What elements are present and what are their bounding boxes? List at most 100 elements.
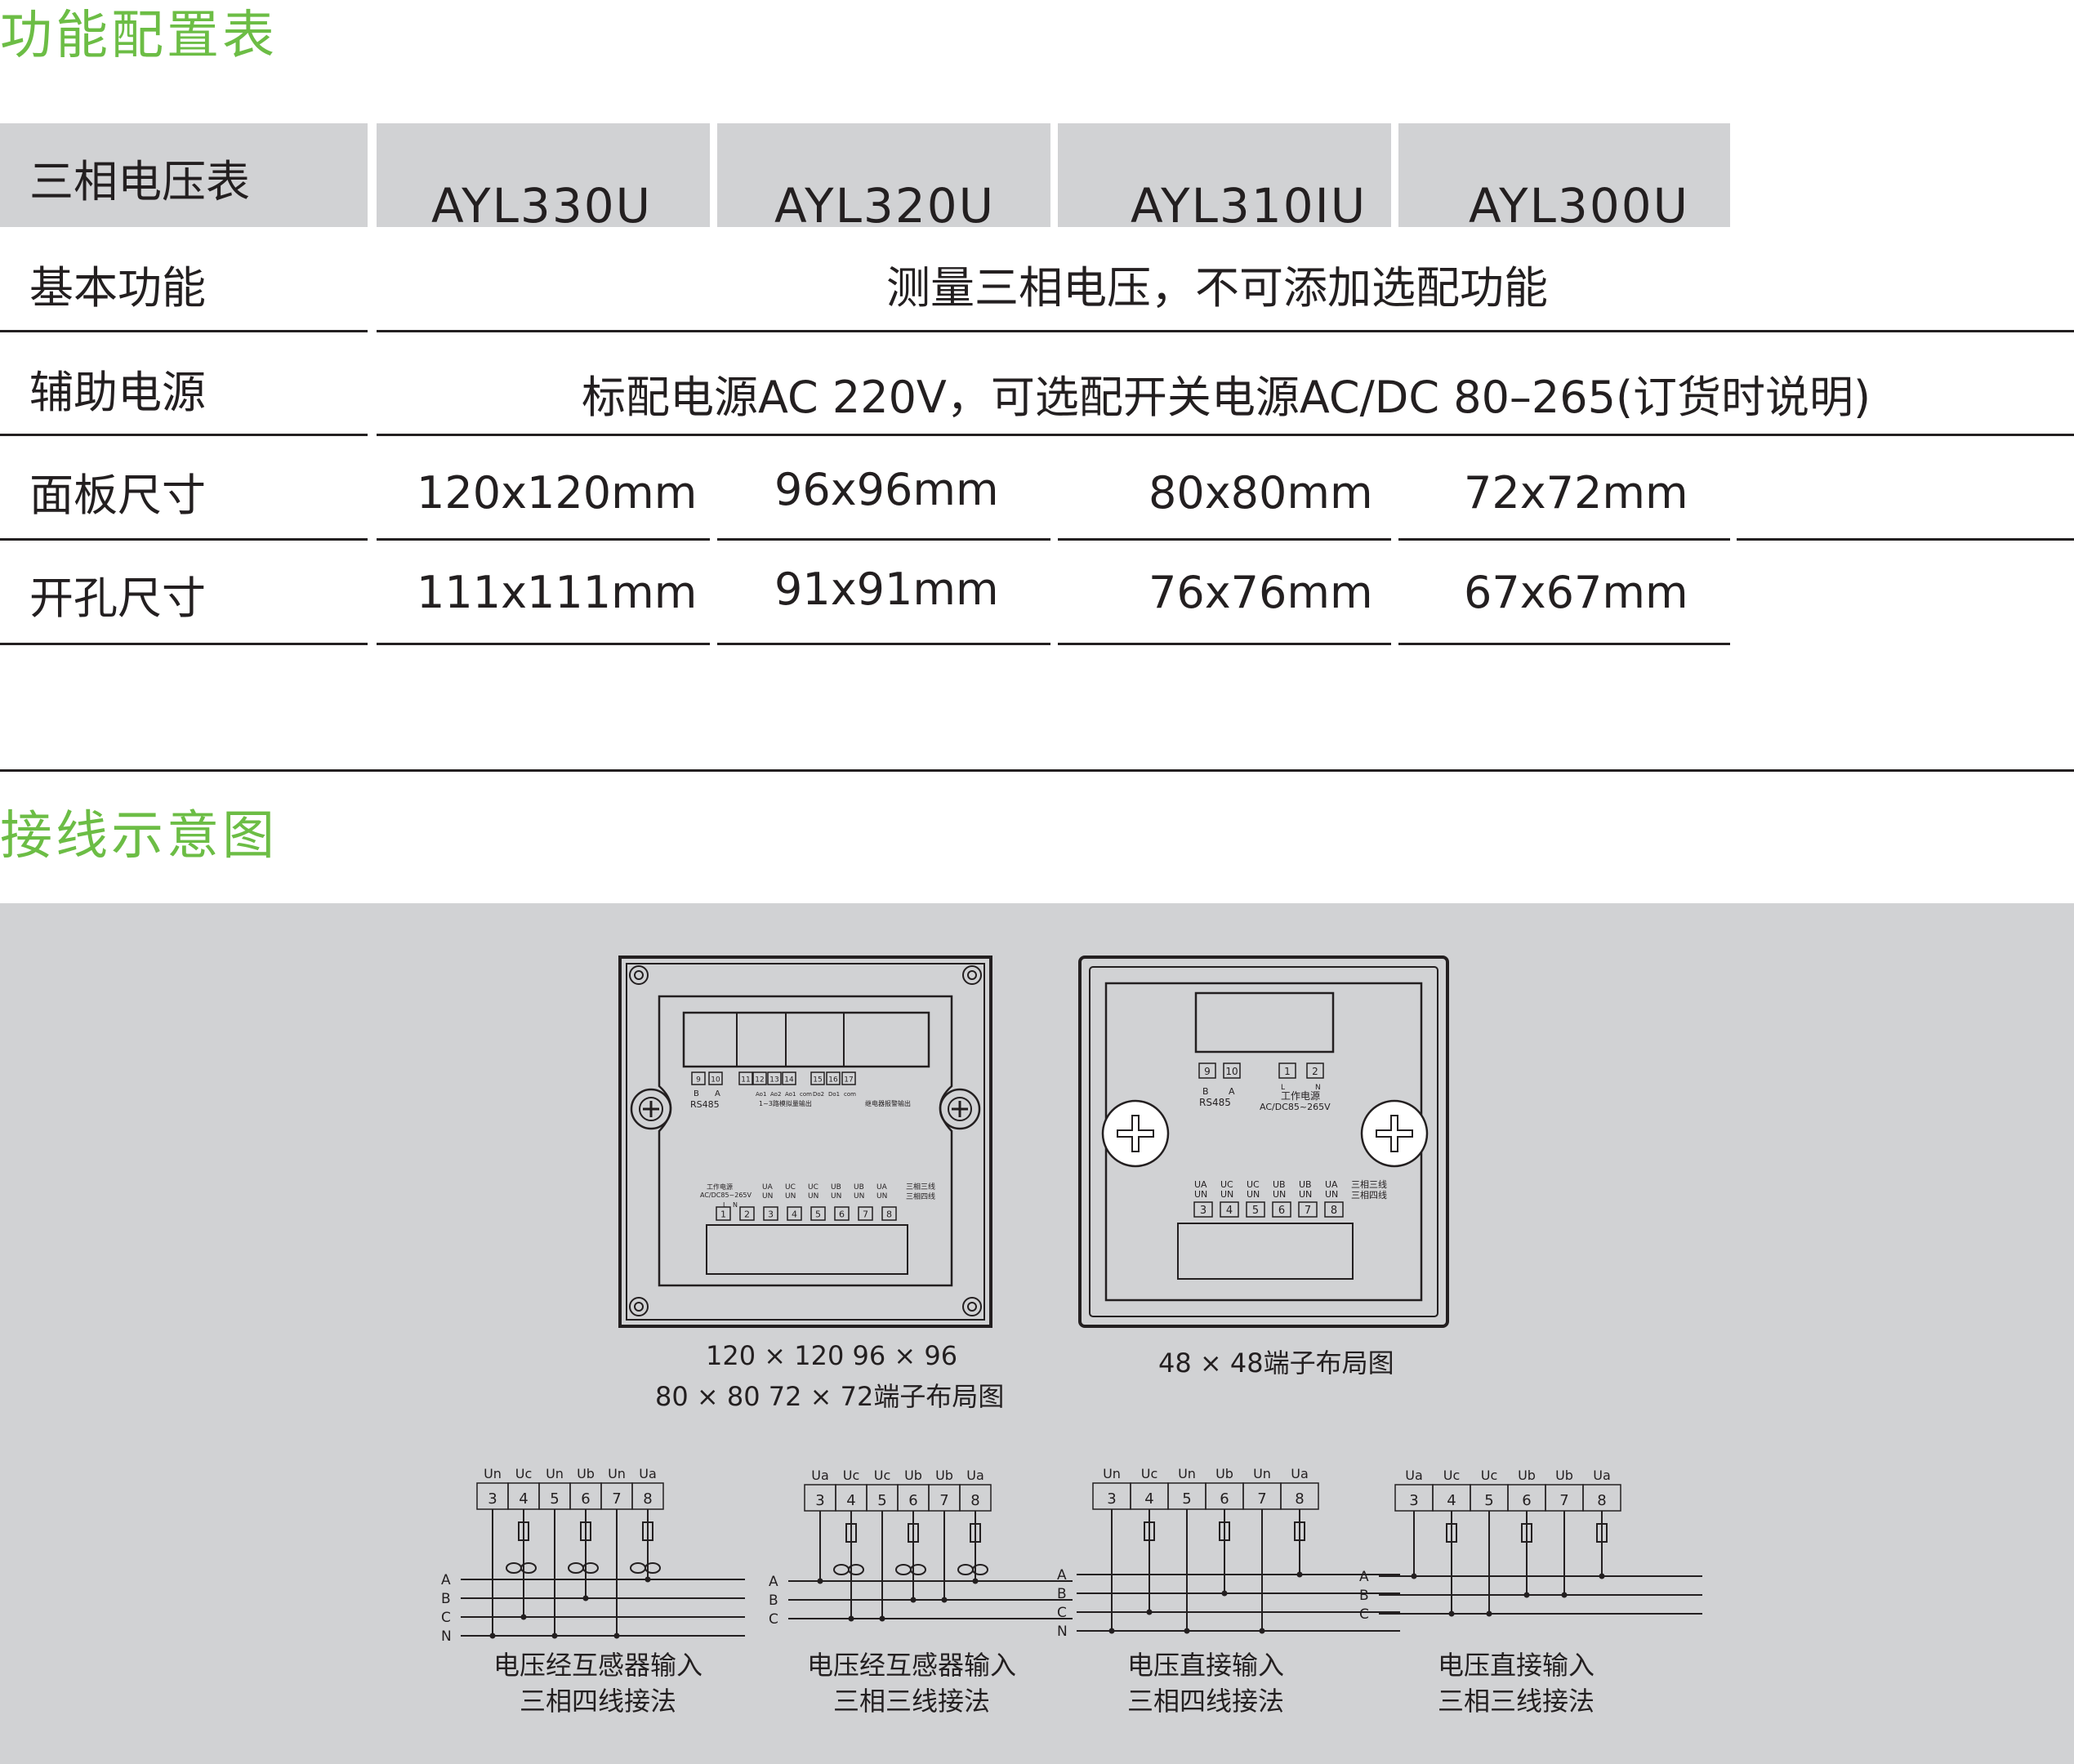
phase-label: UN <box>1299 1189 1312 1200</box>
section-divider <box>0 769 2074 772</box>
wiring-2-caption-2: 三相三线接法 <box>833 1686 991 1717</box>
phase-label: UN <box>831 1192 841 1200</box>
aout-label: Ao2 <box>770 1091 781 1098</box>
svg-text:L: L <box>1281 1084 1285 1092</box>
screw-icon <box>630 1088 672 1130</box>
terminal-box <box>1193 1201 1213 1218</box>
transformer-icon <box>833 1564 850 1575</box>
mount-hole-icon <box>629 1297 649 1316</box>
svg-text:RS485: RS485 <box>690 1099 720 1110</box>
terminal-number: 13 <box>769 1076 778 1085</box>
section-title-wiring: 接线示意图 <box>0 806 278 866</box>
rule-1-label <box>0 330 368 332</box>
terminal-number: 6 <box>1220 1490 1229 1508</box>
terminal-number: 4 <box>846 1492 855 1509</box>
terminal-number: 7 <box>1305 1205 1311 1217</box>
phase-label: UC <box>785 1183 796 1192</box>
junction-dot <box>1259 1628 1265 1634</box>
terminal-top-label: Ub <box>1518 1468 1536 1483</box>
cutout-size-3: 76x76mm <box>1149 567 1373 618</box>
wiring-1-caption-1: 电压经互感器输入 <box>493 1650 703 1681</box>
transformer-icon <box>645 1562 661 1574</box>
junction-dot <box>520 1614 527 1620</box>
screw-icon <box>939 1088 981 1130</box>
phase-label: UB <box>1273 1179 1286 1190</box>
terminal-number: 3 <box>488 1490 497 1508</box>
rule-4-d <box>1058 643 1391 645</box>
terminal-top-label: Ua <box>1291 1466 1309 1481</box>
junction-dot <box>848 1615 854 1622</box>
terminal-number: 7 <box>939 1492 948 1509</box>
transformer-icon <box>957 1564 974 1575</box>
junction-dot <box>1108 1628 1115 1634</box>
cutout-size-4: 67x67mm <box>1464 567 1688 618</box>
terminal-number: 6 <box>1278 1205 1285 1217</box>
fuse-icon <box>1219 1521 1230 1541</box>
terminal-top-label: Ub <box>1555 1468 1573 1483</box>
junction-dot <box>972 1578 979 1584</box>
rule-3-e <box>1398 538 1730 541</box>
large-layout-caption-1: 120 × 120 96 × 96 <box>706 1340 958 1371</box>
svg-text:RS485: RS485 <box>1199 1097 1231 1108</box>
header-cell-label-bg <box>0 123 368 227</box>
terminal-number: 5 <box>877 1492 886 1509</box>
junction-dot <box>613 1633 620 1639</box>
terminal-box <box>810 1071 825 1085</box>
terminal-top-label: Ub <box>935 1468 953 1483</box>
rule-2-values <box>377 434 2074 436</box>
terminal-top-label: Uc <box>874 1468 891 1483</box>
terminal-number: 5 <box>1182 1490 1191 1508</box>
terminal-box <box>782 1071 796 1085</box>
fuse-icon <box>908 1523 919 1543</box>
junction-dot <box>1411 1573 1417 1579</box>
terminal-box <box>1246 1201 1265 1218</box>
phase-label: UN <box>876 1192 887 1200</box>
phase-line-label: B <box>1057 1586 1067 1602</box>
phase-label: UN <box>1194 1189 1207 1200</box>
svg-text:三相三线: 三相三线 <box>1351 1178 1387 1190</box>
phase-label: UB <box>831 1183 841 1192</box>
junction-dot <box>645 1576 651 1583</box>
terminal-top-label: Ub <box>904 1468 922 1483</box>
terminal-box <box>1306 1062 1324 1079</box>
wiring-3-caption-1: 电压直接输入 <box>1127 1650 1285 1681</box>
terminal-top-label: Ua <box>966 1468 984 1483</box>
panel-size-3: 80x80mm <box>1149 467 1373 519</box>
phase-line-label: N <box>1057 1624 1068 1640</box>
terminal-top-label: Ub <box>577 1466 595 1481</box>
phase-label: UN <box>854 1192 864 1200</box>
transformer-icon <box>568 1562 584 1574</box>
row-label-panel-size: 面板尺寸 <box>29 470 206 521</box>
terminal-box <box>1272 1201 1291 1218</box>
junction-dot <box>1184 1628 1190 1634</box>
terminal-number: 8 <box>643 1490 652 1508</box>
junction-dot <box>1561 1592 1568 1598</box>
terminal-top-label: Ua <box>1405 1468 1423 1483</box>
terminal-top-label: Un <box>1103 1466 1121 1481</box>
phase-label: UA <box>876 1183 888 1192</box>
phase-line-label: B <box>769 1592 778 1609</box>
junction-dot <box>1523 1592 1530 1598</box>
transformer-icon <box>630 1562 646 1574</box>
terminal-number: 8 <box>1331 1205 1337 1217</box>
svg-text:三相三线: 三相三线 <box>906 1182 935 1192</box>
wiring-4-caption-2: 三相三线接法 <box>1438 1686 1595 1717</box>
terminal-box <box>1324 1201 1344 1218</box>
phase-label: UN <box>1247 1189 1260 1200</box>
terminal-number: 8 <box>1597 1492 1606 1509</box>
terminal-number: 8 <box>970 1492 979 1509</box>
terminal-number: 7 <box>612 1490 621 1508</box>
phase-label: UN <box>1325 1189 1338 1200</box>
model-name-4: AYL300U <box>1469 178 1690 234</box>
transformer-icon <box>506 1562 522 1574</box>
terminal-number: 3 <box>1200 1205 1206 1217</box>
phase-line-label: A <box>769 1574 778 1590</box>
junction-dot <box>1486 1610 1492 1617</box>
model-name-3: AYL310IU <box>1131 178 1367 234</box>
fuse-icon <box>580 1521 591 1541</box>
terminal-number: 9 <box>1204 1066 1211 1077</box>
junction-dot <box>489 1633 496 1639</box>
